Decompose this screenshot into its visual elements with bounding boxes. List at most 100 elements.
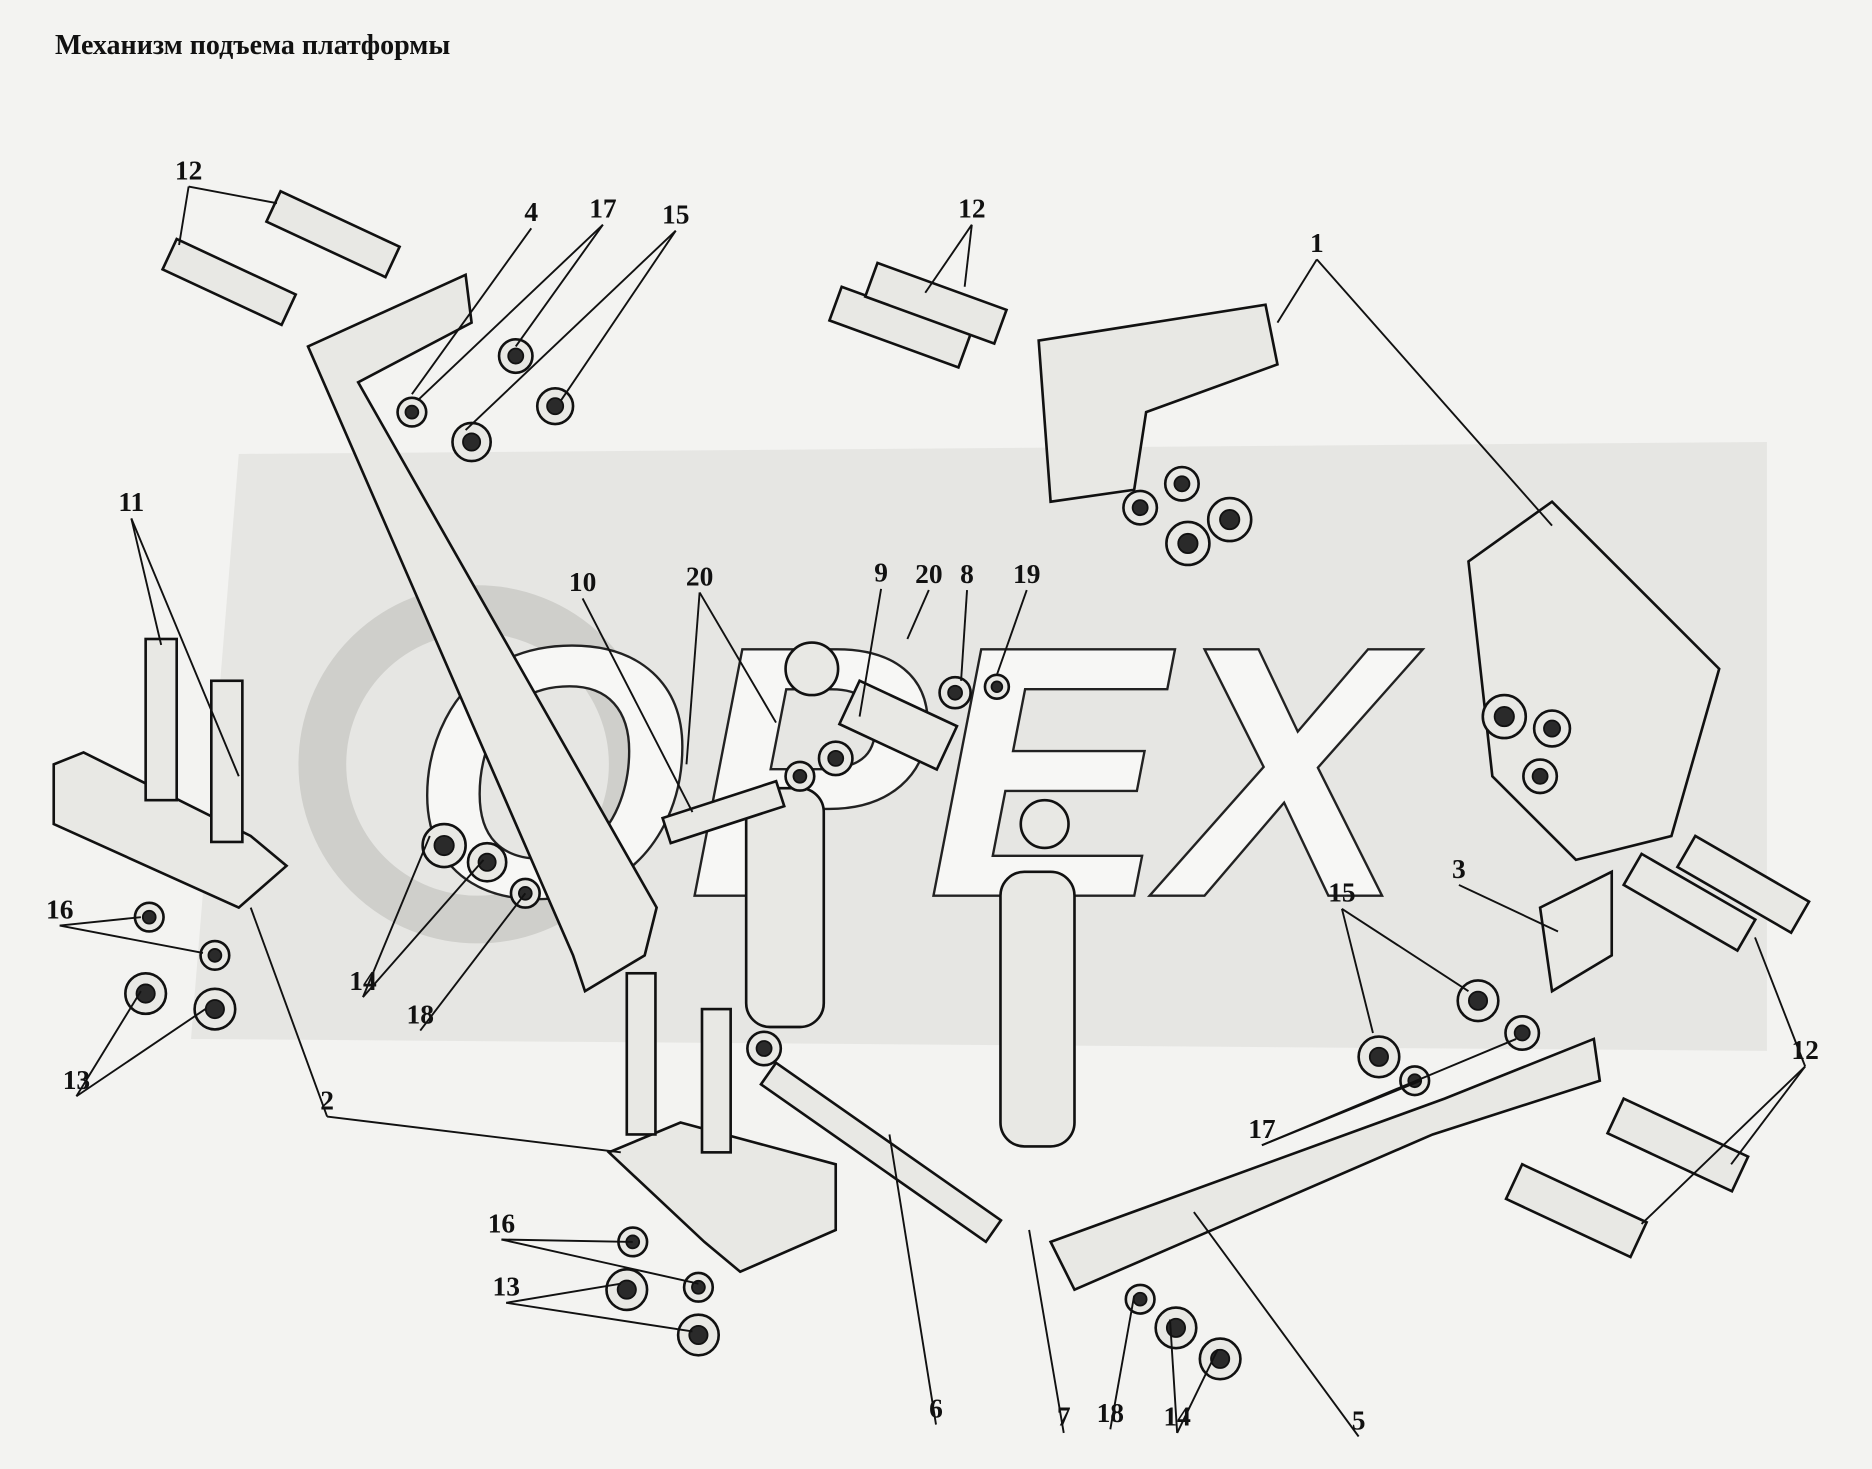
nut-hole — [477, 852, 497, 872]
leader-line — [1640, 1065, 1806, 1225]
nut-hole — [433, 834, 455, 857]
callout-label: 13 — [63, 1065, 90, 1095]
leader-line — [249, 907, 329, 1117]
nut-hole — [462, 432, 482, 452]
nut-hole — [1173, 475, 1191, 493]
rod-6 — [759, 1060, 1003, 1244]
nut-hole — [1219, 509, 1241, 531]
fork-9 — [837, 679, 959, 772]
callout-label: 17 — [1248, 1114, 1276, 1144]
eye — [784, 641, 840, 697]
leader-line — [75, 990, 142, 1097]
leader-line — [178, 186, 190, 246]
leader-line — [464, 229, 677, 431]
leader-line — [1028, 1229, 1065, 1434]
parts-drawings — [52, 189, 1811, 1292]
nut-hole — [1467, 990, 1489, 1011]
arm-5 — [1048, 1037, 1602, 1292]
bolt — [1675, 834, 1811, 935]
leader-line — [411, 227, 533, 395]
nut-hole — [1132, 1291, 1148, 1307]
nut-hole — [616, 1279, 637, 1300]
nut-hole — [1131, 499, 1149, 517]
leader-line — [417, 224, 604, 401]
nut-hole — [141, 909, 157, 925]
leader-line — [924, 224, 973, 294]
callout-label: 18 — [407, 999, 434, 1029]
nut-hole — [792, 768, 808, 784]
callout-label: 6 — [929, 1393, 943, 1423]
nut-hole — [691, 1279, 706, 1295]
nut-hole — [1531, 767, 1549, 785]
leader-line — [501, 1238, 699, 1285]
bolt — [863, 261, 1009, 346]
callout-label: 8 — [960, 559, 974, 589]
nut-hole — [207, 948, 223, 963]
nut-hole — [947, 684, 963, 701]
pin-10 — [660, 779, 786, 845]
nut-hole — [1177, 532, 1199, 555]
leader-line — [995, 589, 1028, 676]
callout-label: 12 — [958, 194, 985, 224]
callout-label: 7 — [1057, 1402, 1071, 1432]
leader-line — [698, 591, 777, 724]
leader-line — [858, 588, 883, 717]
nut-hole — [507, 347, 525, 365]
leader-lines — [59, 185, 1807, 1438]
callout-label: 20 — [915, 559, 942, 589]
leader-line — [1169, 1319, 1179, 1433]
bolt — [144, 637, 179, 802]
callout-label: 17 — [589, 194, 617, 224]
callout-label: 12 — [1791, 1035, 1818, 1065]
nut-hole — [1513, 1024, 1531, 1042]
leader-line — [362, 835, 431, 998]
leader-line — [188, 185, 278, 205]
bolt — [160, 237, 298, 327]
nut-hole — [688, 1324, 709, 1346]
leader-line — [560, 230, 677, 401]
callout-label: 19 — [1013, 559, 1040, 589]
bolt — [1621, 852, 1758, 953]
nut-hole — [827, 749, 845, 767]
callout-label: 9 — [874, 558, 888, 588]
bracket-1-top — [1037, 303, 1279, 504]
bolt — [700, 1007, 732, 1154]
leader-line — [963, 224, 973, 287]
leader-line — [501, 1238, 633, 1243]
leader-line — [506, 1282, 621, 1304]
callout-label: 2 — [320, 1085, 334, 1115]
bolt — [1504, 1162, 1649, 1259]
nut-hole — [1368, 1046, 1389, 1067]
callout-label: 16 — [46, 894, 73, 924]
bolt — [1605, 1096, 1750, 1194]
leader-line — [1316, 258, 1553, 527]
bolt — [625, 971, 657, 1136]
leader-line — [75, 1008, 206, 1098]
leader-line — [59, 924, 204, 954]
leader-line — [1193, 1211, 1360, 1438]
leader-line — [1340, 908, 1374, 1034]
callout-label: 16 — [488, 1208, 515, 1238]
callout-label: 3 — [1452, 854, 1466, 884]
diagram-title: Механизм подъема платформы — [55, 30, 451, 61]
leader-line — [506, 1301, 693, 1333]
callout-label: 11 — [118, 487, 144, 517]
leader-line — [906, 589, 930, 640]
leader-line — [419, 892, 527, 1032]
leader-line — [1458, 884, 1559, 933]
arm-4 — [306, 272, 659, 994]
bracket-11 — [52, 750, 289, 910]
leader-line — [1176, 1348, 1219, 1434]
callout-label: 4 — [524, 197, 538, 227]
leader-line — [59, 916, 141, 927]
nut-hole — [755, 1040, 773, 1057]
leader-line — [1261, 1038, 1517, 1147]
callout-label: 15 — [662, 200, 689, 230]
leader-line — [514, 224, 604, 348]
leader-line — [130, 518, 163, 646]
leader-line — [362, 859, 485, 998]
leader-line — [1754, 937, 1807, 1067]
